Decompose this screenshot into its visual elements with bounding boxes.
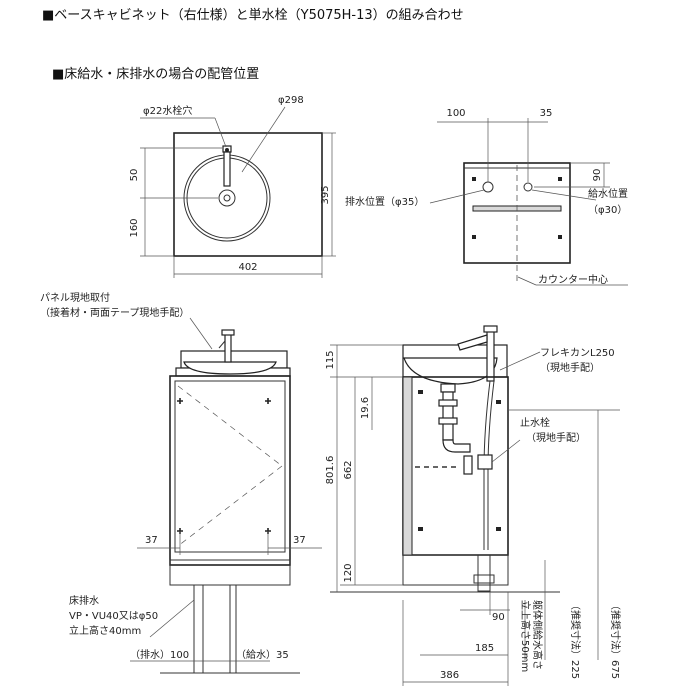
hinge-mark-2	[265, 398, 271, 404]
stop-label-2: （現地手配）	[526, 431, 586, 444]
trap-nut-1	[438, 399, 458, 407]
dim-185-label: 185	[475, 643, 494, 654]
dim-196-label: 19.6	[360, 397, 371, 419]
plan-screw-2	[558, 177, 562, 181]
front-faucet-handle	[221, 329, 235, 336]
trap-tailpiece	[440, 383, 456, 393]
side-screw-4	[496, 527, 501, 531]
side-faucet-body	[486, 330, 495, 382]
side-plinth	[402, 554, 509, 586]
drain-pos-label: 排水位置（φ35）	[345, 195, 424, 208]
dim-100-label: 100	[446, 108, 465, 119]
counter-center-label: カウンター中心	[538, 273, 608, 286]
faucet-spout	[223, 151, 231, 187]
drain-position-circle	[482, 181, 494, 193]
top-view: φ22水栓穴 φ298 50 160 395 402	[129, 95, 336, 278]
drain-pos-leader	[429, 189, 485, 204]
plan-screw-4	[558, 235, 562, 239]
side-supply-riser	[477, 554, 491, 592]
front-faucet-spout	[218, 340, 226, 349]
stop-valve-leader	[491, 439, 521, 463]
vlabel-225: （推奨寸法）225	[569, 600, 582, 679]
supply-pos-label-1: 給水位置	[588, 187, 628, 200]
panel-leader	[189, 317, 213, 350]
floor-drain-label-2: VP・VU40又はφ50	[69, 610, 158, 622]
flex-label-2: （現地手配）	[540, 361, 600, 374]
stop-valve-body	[477, 454, 493, 470]
side-supply-fitting	[473, 574, 495, 584]
front-bowl	[183, 361, 277, 375]
side-faucet-handle	[483, 325, 498, 333]
dim-35-label: 35	[540, 108, 553, 119]
vlabel-supply-height: 躯体側給水高さ	[531, 600, 544, 670]
flex-leader	[499, 351, 541, 371]
faucet-hole-leader	[214, 117, 227, 148]
dim-37-right-label: 37	[293, 535, 306, 546]
dim-37-left-label: 37	[145, 535, 158, 546]
bowl-dia-label: φ298	[278, 95, 304, 106]
floor-drain-label-3: 立上高さ40mm	[69, 624, 141, 637]
dim-662-label: 662	[343, 460, 354, 479]
floor-drain-leader	[149, 599, 195, 638]
supply-pos-label-2: （φ30）	[588, 204, 627, 216]
front-door-outline	[174, 380, 286, 553]
stop-label-1: 止水栓	[520, 416, 550, 429]
side-faucet-spout	[457, 334, 488, 351]
drain-dim-label: （排水）100	[130, 648, 189, 661]
hinge-mark-1	[177, 398, 183, 404]
front-plinth	[169, 559, 291, 586]
trap-elbow	[442, 439, 471, 453]
dim-8016-label: 801.6	[325, 456, 336, 485]
side-view: フレキカンL250 （現地手配） 止水栓 （現地手配） 115 19.6 662…	[325, 325, 622, 686]
drain-inner-circle	[223, 194, 231, 202]
dim-50-label: 50	[129, 169, 140, 182]
supply-dim-label: （給水）35	[236, 648, 289, 661]
faucet-hole-mark	[225, 148, 229, 152]
front-faucet-body	[224, 330, 232, 363]
side-bowl	[403, 357, 498, 385]
side-screw-1	[418, 390, 423, 394]
front-view: パネル現地取付 （接着材・両面テープ現地手配） 37 37	[40, 291, 322, 674]
plan-screw-1	[472, 177, 476, 181]
floor-drain-label-1: 床排水	[69, 594, 99, 607]
panel-label-1: パネル現地取付	[40, 291, 110, 304]
dim-402-label: 402	[238, 262, 257, 273]
door-dash-1	[177, 385, 283, 467]
dim-90-label: 90	[592, 169, 603, 182]
plan-screw-3	[472, 235, 476, 239]
drawing-title: ■ベースキャビネット（右仕様）と単水栓（Y5075H-13）の組み合わせ	[42, 7, 464, 23]
panel-label-2: （接着材・両面テープ現地手配）	[40, 306, 189, 319]
dim-160-label: 160	[129, 218, 140, 237]
trap-nut-2	[438, 417, 458, 425]
dim-90-side-label: 90	[492, 612, 505, 623]
dim-395-label: 395	[320, 185, 331, 204]
side-screw-2	[496, 400, 501, 404]
trap-pipe	[442, 391, 454, 441]
counter-top-outline	[173, 132, 323, 257]
vlabel-675: （推奨寸法）675	[609, 600, 622, 679]
supply-pos-leader	[531, 189, 597, 201]
front-cabinet-outline	[169, 375, 291, 566]
side-door-panel	[402, 376, 413, 556]
counter-center-leader	[517, 276, 537, 286]
vlabel-rise-height: 立上高さ50mm	[519, 600, 532, 672]
dim-386-label: 386	[440, 670, 459, 681]
front-drain-pipe	[193, 584, 204, 674]
drain-outer-circle	[218, 189, 236, 207]
drawing-subtitle: ■床給水・床排水の場合の配管位置	[52, 67, 259, 82]
supply-position-circle	[523, 182, 533, 192]
door-dash-2	[177, 465, 283, 547]
dim-115-label: 115	[325, 350, 336, 369]
faucet-hole-label: φ22水栓穴	[143, 104, 192, 117]
stop-valve-handle	[463, 455, 473, 475]
cabinet-plan-outline	[463, 162, 571, 264]
dim-120-label: 120	[343, 563, 354, 582]
bowl-leader	[241, 106, 286, 173]
flex-label-1: フレキカンL250	[540, 347, 615, 359]
side-screw-3	[418, 527, 423, 531]
bottom-plan-view: 100 35 90 排水位置（φ35） 給水位置 （φ30） カウンター中心	[345, 108, 628, 286]
